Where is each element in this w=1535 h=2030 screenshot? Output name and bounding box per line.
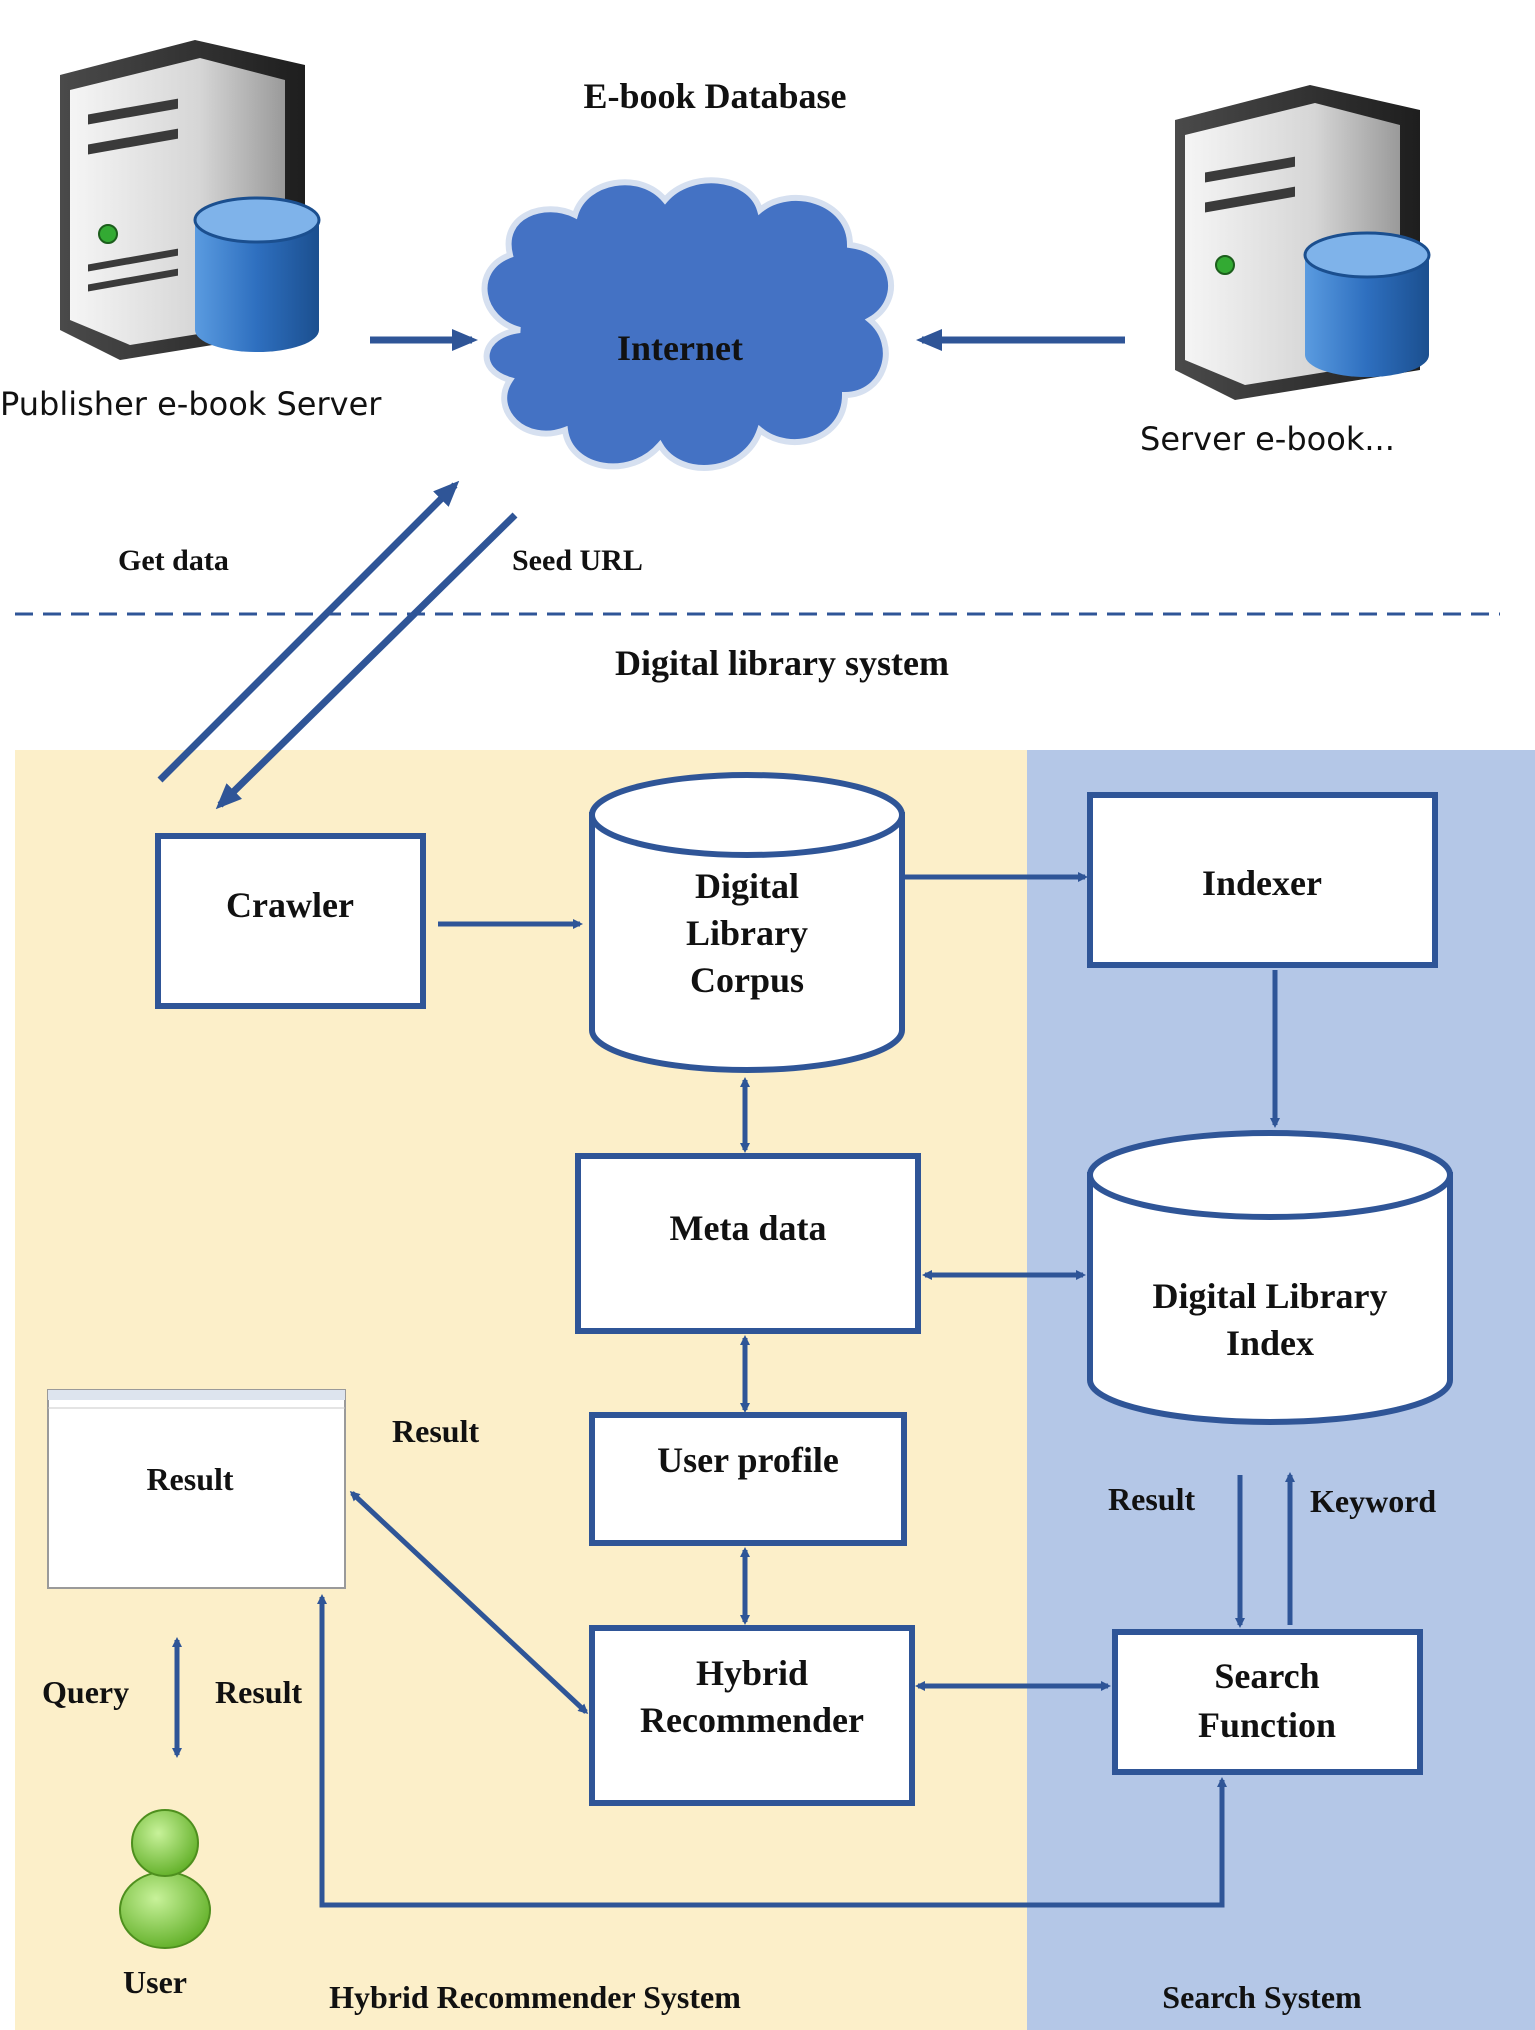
search-function-label-line1: Search (1214, 1656, 1319, 1696)
ebook-server-label: Server e-book... (1140, 420, 1395, 458)
get-data-label: Get data (118, 544, 229, 577)
search-region-label: Search System (1162, 1979, 1362, 2015)
result-recommender-label: Result (392, 1413, 479, 1449)
result-window (47, 1389, 346, 1589)
user-profile-label: User profile (657, 1440, 839, 1480)
recommender-label-line2: Recommender (640, 1700, 864, 1740)
search-function-label-line2: Function (1198, 1705, 1336, 1745)
digital-library-corpus-cylinder (589, 772, 905, 1073)
internet-cloud-icon (481, 177, 895, 471)
indexer-box (1087, 792, 1438, 968)
meta-data-box (575, 1153, 921, 1334)
recommender-label-line1: Hybrid (696, 1653, 808, 1693)
indexer-label: Indexer (1202, 863, 1322, 903)
search-function-box (1112, 1629, 1423, 1775)
ebook-database-title: E-book Database (583, 76, 846, 116)
crawler-box (155, 833, 426, 1009)
corpus-label-line1: Digital (695, 866, 799, 906)
user-profile-box (589, 1412, 907, 1546)
index-label-line2: Index (1226, 1323, 1314, 1363)
user-label: User (123, 1964, 187, 2000)
internet-label: Internet (617, 328, 743, 368)
corpus-label-line2: Library (686, 913, 808, 953)
result-window-label: Result (146, 1461, 233, 1497)
ebook-server-icon (1175, 85, 1431, 400)
keyword-label: Keyword (1310, 1483, 1436, 1519)
publisher-server-icon (60, 40, 321, 360)
get-data-arrow (157, 480, 460, 783)
digital-library-index-cylinder (1087, 1130, 1453, 1425)
query-label: Query (42, 1674, 129, 1710)
corpus-label-line3: Corpus (690, 960, 804, 1000)
database-cylinder-icon (193, 196, 321, 352)
crawler-label: Crawler (226, 885, 354, 925)
user-person-icon (119, 1809, 211, 1949)
index-label-line1: Digital Library (1153, 1276, 1388, 1316)
seed-url-arrow (215, 512, 518, 810)
hybrid-region-label: Hybrid Recommender System (329, 1979, 741, 2015)
search-to-result-loop-arrow (317, 1594, 1227, 1908)
meta-data-label: Meta data (670, 1208, 827, 1248)
result-user-label: Result (215, 1674, 302, 1710)
database-cylinder-icon (1303, 231, 1431, 377)
seed-url-label: Seed URL (512, 544, 643, 577)
digital-library-system-title: Digital library system (615, 643, 949, 683)
publisher-server-label: Publisher e-book Server (0, 385, 382, 423)
result-search-label: Result (1108, 1481, 1195, 1517)
